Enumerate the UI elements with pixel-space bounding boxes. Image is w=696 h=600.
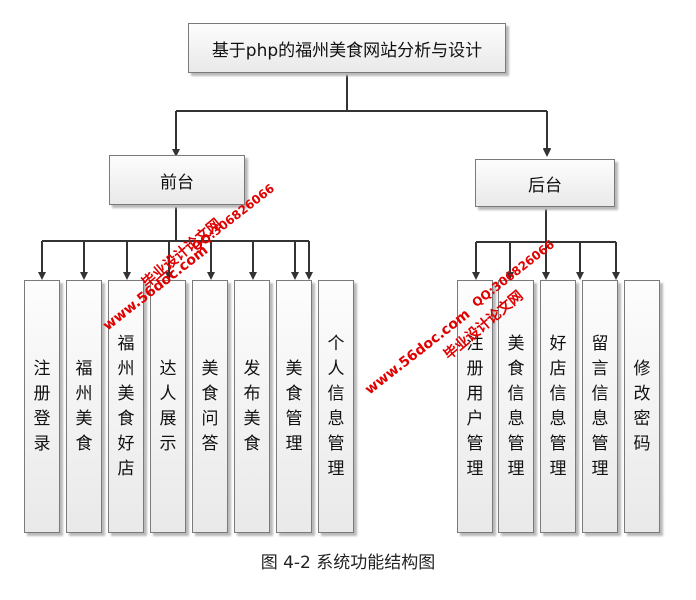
root-label: 基于php的福州美食网站分析与设计 (211, 40, 483, 61)
frontend-node: 前台 (109, 155, 245, 205)
frontend-label: 前台 (160, 172, 194, 193)
backend-module: 留言信息管理 (582, 280, 618, 533)
module-label: 注册登录 (33, 358, 51, 454)
module-label: 福州美食好店 (117, 333, 135, 479)
figure-caption: 图 4-2 系统功能结构图 (260, 553, 436, 573)
frontend-module: 美食问答 (192, 280, 228, 533)
module-label: 福州美食 (75, 358, 93, 454)
backend-node: 后台 (475, 159, 615, 207)
backend-module: 注册用户管理 (457, 280, 493, 533)
frontend-module: 福州美食好店 (108, 280, 144, 533)
backend-label: 后台 (528, 175, 562, 196)
module-label: 达人展示 (159, 358, 177, 454)
module-label: 留言信息管理 (591, 333, 609, 479)
root-node: 基于php的福州美食网站分析与设计 (188, 23, 506, 73)
backend-module: 好店信息管理 (540, 280, 576, 533)
module-label: 修改密码 (633, 358, 651, 454)
module-label: 好店信息管理 (549, 333, 567, 479)
module-label: 美食信息管理 (507, 333, 525, 479)
frontend-module: 福州美食 (66, 280, 102, 533)
frontend-module: 美食管理 (276, 280, 312, 533)
backend-module: 美食信息管理 (498, 280, 534, 533)
module-label: 个人信息管理 (327, 333, 345, 479)
frontend-module: 发布美食 (234, 280, 270, 533)
module-label: 发布美食 (243, 358, 261, 454)
frontend-module: 达人展示 (150, 280, 186, 533)
module-label: 注册用户管理 (466, 333, 484, 479)
module-label: 美食管理 (285, 358, 303, 454)
backend-module: 修改密码 (624, 280, 660, 533)
frontend-module: 个人信息管理 (318, 280, 354, 533)
frontend-module: 注册登录 (24, 280, 60, 533)
module-label: 美食问答 (201, 358, 219, 454)
